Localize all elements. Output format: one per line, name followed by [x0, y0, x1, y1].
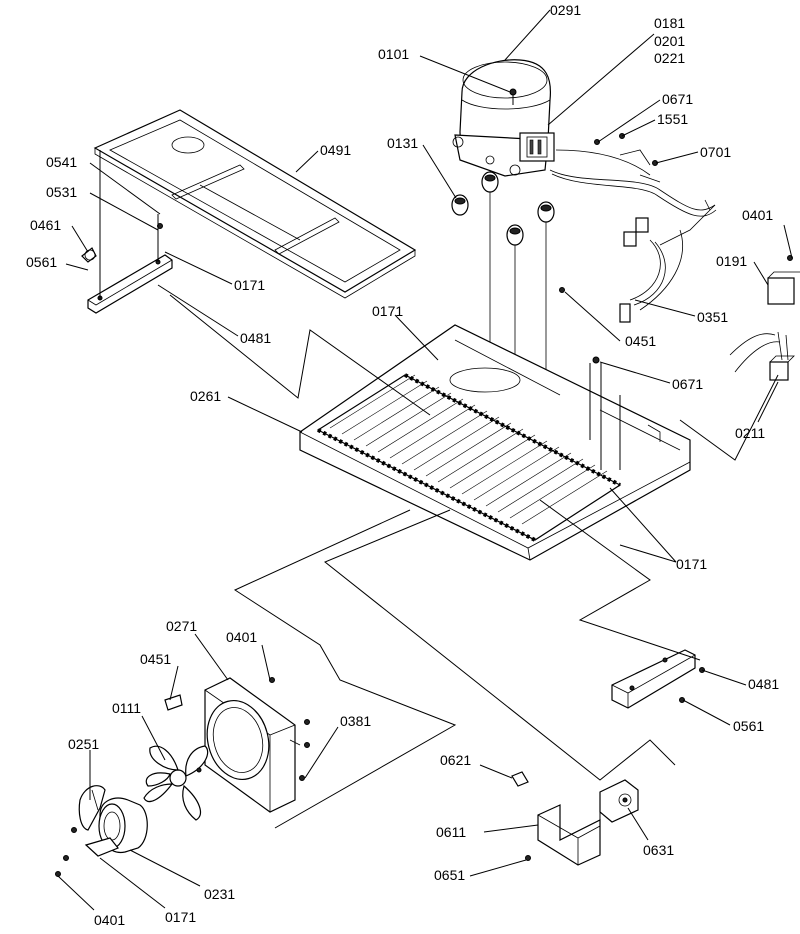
- lower-bracket: [511, 771, 639, 866]
- callout-0291: 0291: [550, 2, 581, 18]
- callout-0531: 0531: [46, 184, 77, 200]
- callout-0631: 0631: [643, 842, 674, 858]
- callout-0481-left: 0481: [240, 330, 271, 346]
- callout-0611: 0611: [436, 824, 466, 840]
- callout-0171-bottom: 0171: [165, 909, 196, 925]
- right-bracket: [611, 649, 705, 709]
- callout-0211: 0211: [735, 425, 765, 441]
- wire-harness: [549, 149, 717, 323]
- callout-0401-shroud: 0401: [226, 629, 257, 645]
- callout-0401-right: 0401: [742, 207, 773, 223]
- fan-shroud: [204, 677, 310, 813]
- leader-lines: [57, 9, 793, 911]
- callout-0701: 0701: [700, 144, 731, 160]
- callout-0171-right: 0171: [676, 556, 707, 572]
- grommets: [451, 171, 555, 246]
- callout-0351: 0351: [697, 309, 728, 325]
- left-bracket: [81, 150, 173, 314]
- callout-0381: 0381: [340, 713, 371, 729]
- callout-0401-bottom: 0401: [94, 912, 125, 928]
- callout-0181: 0181: [654, 15, 685, 31]
- callout-0671-top: 0671: [662, 91, 693, 107]
- callout-0451-shroud: 0451: [140, 651, 171, 667]
- callout-0201: 0201: [654, 33, 685, 49]
- electrical-box: [729, 255, 800, 381]
- callout-0561-left: 0561: [26, 254, 57, 270]
- callout-0231: 0231: [204, 886, 235, 902]
- callout-0221: 0221: [654, 50, 685, 66]
- callout-0461: 0461: [30, 217, 61, 233]
- callout-0621: 0621: [440, 752, 471, 768]
- callout-0171-center: 0171: [372, 303, 403, 319]
- callout-0261: 0261: [190, 388, 221, 404]
- fan-blade: [143, 745, 209, 821]
- callout-0491: 0491: [320, 142, 351, 158]
- compressor: [452, 59, 555, 177]
- callout-0561-right: 0561: [733, 718, 764, 734]
- callout-0651: 0651: [434, 867, 465, 883]
- callout-0251: 0251: [68, 736, 99, 752]
- callout-0541: 0541: [46, 154, 77, 170]
- fan-motor: [55, 767, 202, 877]
- base-pan: [299, 287, 691, 561]
- callout-1551: 1551: [657, 111, 688, 127]
- explode-lines: [169, 294, 779, 829]
- callout-0111: 0111: [112, 700, 141, 716]
- callout-0171-left: 0171: [234, 277, 265, 293]
- callout-0671-mid: 0671: [672, 376, 703, 392]
- callout-0271: 0271: [166, 618, 197, 634]
- callout-0191: 0191: [716, 253, 747, 269]
- callout-0131: 0131: [387, 135, 418, 151]
- frame-panel: [93, 109, 417, 299]
- callout-0481-right: 0481: [748, 676, 779, 692]
- callout-0101: 0101: [378, 46, 409, 62]
- callout-0451-top: 0451: [625, 333, 656, 349]
- callout-labels: 0291 0181 0201 0221 0101 0671 1551 0131 …: [26, 2, 779, 928]
